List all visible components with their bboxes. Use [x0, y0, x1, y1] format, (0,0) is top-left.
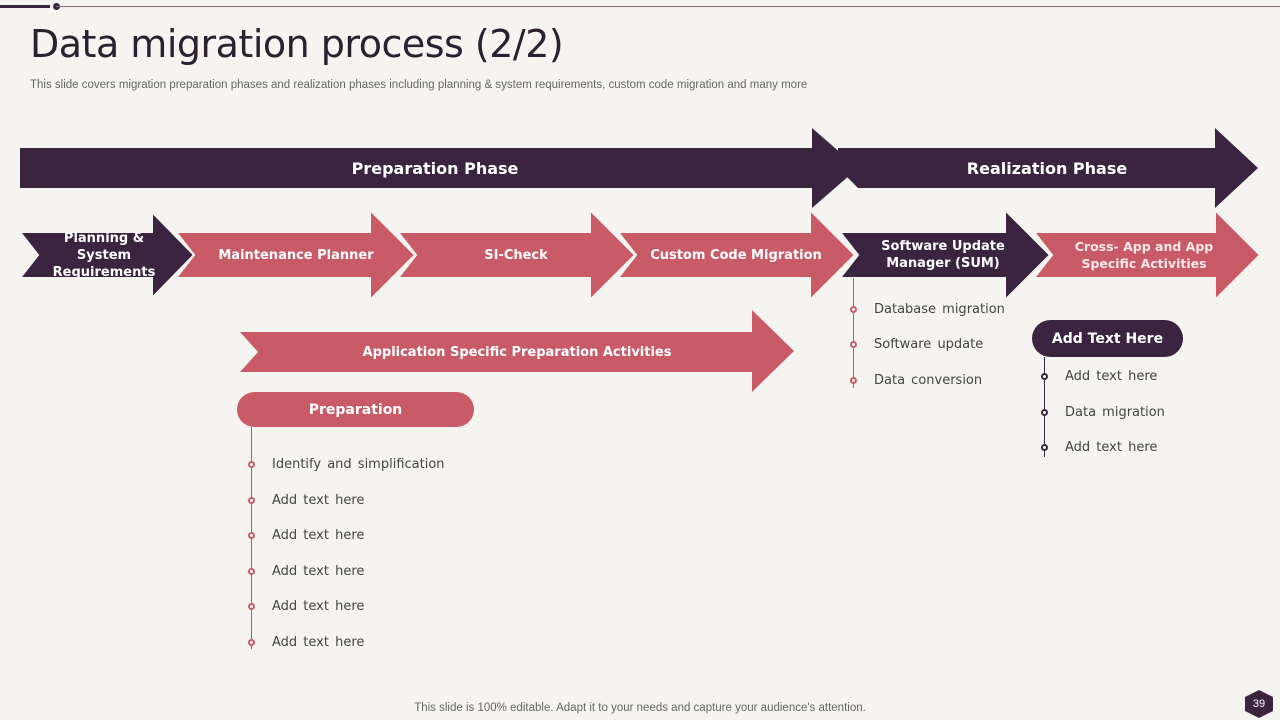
bullet-icon	[248, 532, 255, 539]
add-text-timeline	[1044, 357, 1045, 457]
realization-phase-arrow	[838, 128, 1258, 208]
bullet-icon	[850, 341, 857, 348]
bullet-icon	[1041, 444, 1048, 451]
step-arrow-1	[17, 209, 196, 301]
bullet-icon	[248, 603, 255, 610]
page-title: Data migration process (2/2)	[30, 22, 564, 66]
preparation-item: Add text here	[272, 635, 365, 650]
page-subtitle: This slide covers migration preparation …	[30, 79, 808, 91]
step-label-maintenance-planner: Maintenance Planner	[218, 247, 374, 263]
preparation-phase-arrow	[20, 128, 858, 208]
app-specific-arrow	[240, 310, 794, 392]
preparation-item: Identify and simplification	[272, 457, 445, 472]
preparation-item: Add text here	[272, 564, 365, 579]
preparation-item: Add text here	[272, 493, 365, 508]
bullet-icon	[248, 568, 255, 575]
step-arrow-6	[1031, 207, 1262, 303]
add-text-pill: Add Text Here	[1032, 320, 1183, 357]
bullet-icon	[850, 377, 857, 384]
bullet-icon	[248, 497, 255, 504]
footer-note: This slide is 100% editable. Adapt it to…	[414, 702, 866, 714]
page-number: 39	[1245, 690, 1273, 718]
top-bar-line	[56, 6, 1280, 7]
top-bar-accent	[0, 5, 50, 8]
step-arrow-2	[173, 207, 417, 303]
step-label-sum: Software Update Manager (SUM)	[881, 239, 1005, 271]
step-arrow-3	[395, 207, 637, 303]
top-decoration	[0, 3, 1280, 10]
preparation-item: Add text here	[272, 599, 365, 614]
preparation-phase-label: Preparation Phase	[351, 158, 519, 178]
sum-item: Data conversion	[874, 373, 983, 388]
step-arrow-4	[615, 207, 857, 303]
bullet-icon	[1041, 373, 1048, 380]
step-label-custom-code-migration: Custom Code Migration	[650, 247, 822, 263]
sum-item: Database migration	[874, 302, 1005, 317]
add-text-item: Data migration	[1065, 405, 1165, 420]
app-specific-label: Application Specific Preparation Activit…	[362, 344, 672, 360]
step-label-planning: Planning & System Requirements	[52, 230, 156, 280]
bullet-icon	[248, 461, 255, 468]
bullet-icon	[850, 306, 857, 313]
step-label-si-check: SI-Check	[484, 247, 548, 263]
add-text-item: Add text here	[1065, 369, 1158, 384]
sum-item: Software update	[874, 337, 984, 352]
step-arrow-5	[837, 207, 1052, 303]
bullet-icon	[1041, 409, 1048, 416]
bullet-icon	[248, 639, 255, 646]
preparation-item: Add text here	[272, 528, 365, 543]
sum-timeline	[853, 278, 854, 388]
add-text-item: Add text here	[1065, 440, 1158, 455]
preparation-pill: Preparation	[237, 392, 474, 427]
step-label-cross-app: Cross- App and App Specific Activities	[1074, 239, 1214, 271]
realization-phase-label: Realization Phase	[966, 158, 1128, 178]
